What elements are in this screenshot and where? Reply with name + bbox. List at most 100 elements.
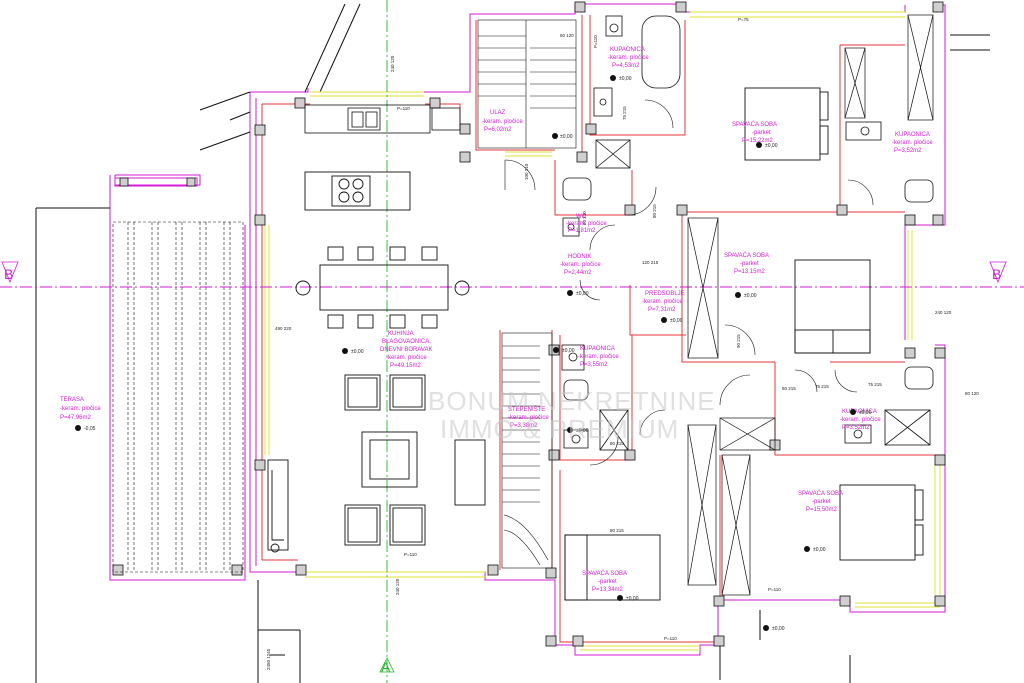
- svg-text:75 215: 75 215: [815, 384, 829, 389]
- svg-text:KUPAONICA: KUPAONICA: [610, 47, 645, 53]
- kitchen-counter: [304, 104, 461, 134]
- svg-text:±0,00: ±0,00: [670, 318, 683, 324]
- svg-text:KUHINJA: KUHINJA: [388, 331, 414, 337]
- room-label-wc: WC -keram. pločice P=1,81m2: [566, 214, 607, 234]
- room-name: TERASA: [60, 397, 84, 403]
- svg-text:±0,00: ±0,00: [576, 291, 589, 297]
- walls: [35, 3, 990, 683]
- room-label-stepeniste: STEPENIŠTE -keram. pločice P=3,38m2: [508, 406, 549, 429]
- svg-text:-parket: -parket: [740, 261, 759, 267]
- svg-text:-keram. pločice: -keram. pločice: [482, 119, 523, 125]
- svg-text:P=6,02m2: P=6,02m2: [484, 127, 512, 133]
- svg-text:75 215: 75 215: [868, 382, 882, 387]
- svg-text:P=47,96m2: P=47,96m2: [60, 415, 92, 421]
- svg-text:P=13,15m2: P=13,15m2: [734, 269, 766, 275]
- svg-text:P=49,15m2: P=49,15m2: [390, 363, 422, 369]
- svg-text:-parket: -parket: [752, 130, 771, 136]
- living-area-furniture: [267, 374, 486, 553]
- level-marker: ±0,00: [553, 347, 575, 354]
- svg-text:-keram. pločice: -keram. pločice: [508, 415, 549, 421]
- svg-text:-keram. pločice: -keram. pločice: [60, 406, 101, 412]
- svg-text:80 215: 80 215: [610, 441, 624, 446]
- level-marker: ±0,00: [763, 625, 785, 632]
- svg-text:P=110: P=110: [664, 636, 677, 641]
- room-label-kupaonica-lower-right: KUPAONICA -keram. pločice P=3,52m2: [840, 409, 881, 431]
- svg-text:80 215: 80 215: [782, 386, 796, 391]
- level-marker: ±0,00: [567, 427, 589, 434]
- level-marker: ±0,00: [804, 546, 826, 553]
- level-marker: ±0,00: [552, 133, 573, 140]
- svg-text:±0,00: ±0,00: [813, 547, 826, 553]
- level-markers: ±0,00 ±0,00 ±0,00 ±0,00 ±0,00 ±0,00 ±0,0…: [75, 75, 872, 632]
- svg-text:80 215: 80 215: [652, 204, 657, 218]
- svg-text:±0,00: ±0,00: [772, 626, 785, 632]
- svg-text:±0,00: ±0,00: [576, 428, 589, 434]
- svg-text:-keram. pločice: -keram. pločice: [578, 354, 619, 360]
- room-label-spavaca-bottom: SPAVAĆA SOBA -parket P=13,34m2: [582, 570, 627, 593]
- room-label-spavaca-top-right: SPAVAĆA SOBA -parket P=15,22m2: [732, 121, 777, 144]
- svg-text:±0,00: ±0,00: [351, 349, 364, 355]
- room-label-kupaonica-top: KUPAONICA -keram. pločice P=4,53m2: [608, 47, 649, 69]
- svg-text:STEPENIŠTE: STEPENIŠTE: [508, 406, 545, 413]
- svg-text:±0,00: ±0,00: [560, 134, 573, 140]
- svg-text:P=15,22m2: P=15,22m2: [742, 138, 774, 144]
- level-marker: ±0,00: [342, 348, 364, 355]
- beds: [564, 87, 924, 601]
- level-marker: ±0,00: [610, 75, 632, 82]
- terrace-pergola: [112, 221, 244, 573]
- svg-text:P=110: P=110: [593, 35, 598, 48]
- level-marker: ±0,00: [661, 317, 683, 324]
- svg-text:-keram. pločice: -keram. pločice: [642, 299, 683, 305]
- level-marker: ±0,00: [617, 595, 639, 602]
- svg-text:PREDSOBLJE: PREDSOBLJE: [645, 291, 685, 297]
- svg-text:P=2,44m2: P=2,44m2: [564, 270, 592, 276]
- svg-text:-parket: -parket: [812, 499, 831, 505]
- svg-text:90 215: 90 215: [736, 334, 741, 348]
- svg-text:490 220: 490 220: [275, 326, 292, 331]
- section-mark-right: B: [992, 266, 1001, 282]
- section-axis-a: [379, 0, 395, 683]
- svg-text:SPAVAĆA SOBA: SPAVAĆA SOBA: [732, 121, 777, 128]
- svg-text:±0,00: ±0,00: [859, 410, 872, 416]
- svg-text:HODNIK: HODNIK: [568, 254, 591, 260]
- svg-text:120 215: 120 215: [642, 260, 659, 265]
- windows: [264, 11, 941, 651]
- svg-text:-parket: -parket: [598, 579, 617, 585]
- svg-text:2450 1245: 2450 1245: [266, 648, 271, 670]
- section-axis-b: [0, 261, 1024, 288]
- room-label-kupaonica-center: KUPAONICA -keram. pločice P=3,55m2: [578, 346, 619, 368]
- level-marker: ±0,00: [756, 142, 778, 149]
- kitchen-island: [304, 171, 411, 211]
- dimension-labels: 240 120 P=110 60 120 P=110 P=75 490 220 …: [266, 17, 979, 670]
- svg-text:P=3,52m2: P=3,52m2: [894, 148, 922, 154]
- svg-text:P=7,31m2: P=7,31m2: [648, 307, 676, 313]
- room-label-spavaca-lower-right: SPAVAĆA SOBA -parket P=15,50m2: [798, 490, 843, 513]
- svg-text:240 120: 240 120: [395, 578, 400, 595]
- svg-text:80 215: 80 215: [610, 528, 624, 533]
- svg-text:P=3,55m2: P=3,55m2: [580, 362, 608, 368]
- svg-text:P=13,34m2: P=13,34m2: [592, 587, 624, 593]
- svg-text:WC: WC: [576, 214, 587, 220]
- room-label-ulaz: ULAZ -keram. pločice P=6,02m2: [482, 110, 523, 133]
- svg-text:P=110: P=110: [397, 106, 410, 111]
- room-label-spavaca-middle: SPAVAĆA SOBA -parket P=13,15m2: [724, 252, 769, 275]
- svg-text:80 120: 80 120: [965, 391, 979, 396]
- svg-text:240 120: 240 120: [935, 310, 952, 315]
- svg-text:-keram. pločice: -keram. pločice: [560, 262, 601, 268]
- svg-text:-keram. pločice: -keram. pločice: [840, 417, 881, 423]
- svg-text:±0,00: ±0,00: [744, 293, 757, 299]
- svg-text:SPAVAĆA SOBA: SPAVAĆA SOBA: [798, 490, 843, 497]
- svg-text:P=3,38m2: P=3,38m2: [510, 423, 538, 429]
- svg-text:P=110: P=110: [404, 552, 417, 557]
- svg-text:-keram. pločice: -keram. pločice: [608, 55, 649, 61]
- level-marker: ±0,00: [567, 290, 589, 297]
- svg-text:±0,00: ±0,00: [619, 76, 632, 82]
- svg-text:±0,00: ±0,00: [626, 596, 639, 602]
- door-swings: [504, 99, 874, 466]
- stairs-upper: [477, 19, 577, 149]
- svg-text:100 210: 100 210: [524, 163, 529, 180]
- svg-text:±0,00: ±0,00: [562, 348, 575, 354]
- room-label-kuhinja: KUHINJA BLAGOVAONICA, DNEVNI BORAVAK -ke…: [380, 331, 432, 369]
- svg-text:-keram. pločice: -keram. pločice: [566, 221, 607, 227]
